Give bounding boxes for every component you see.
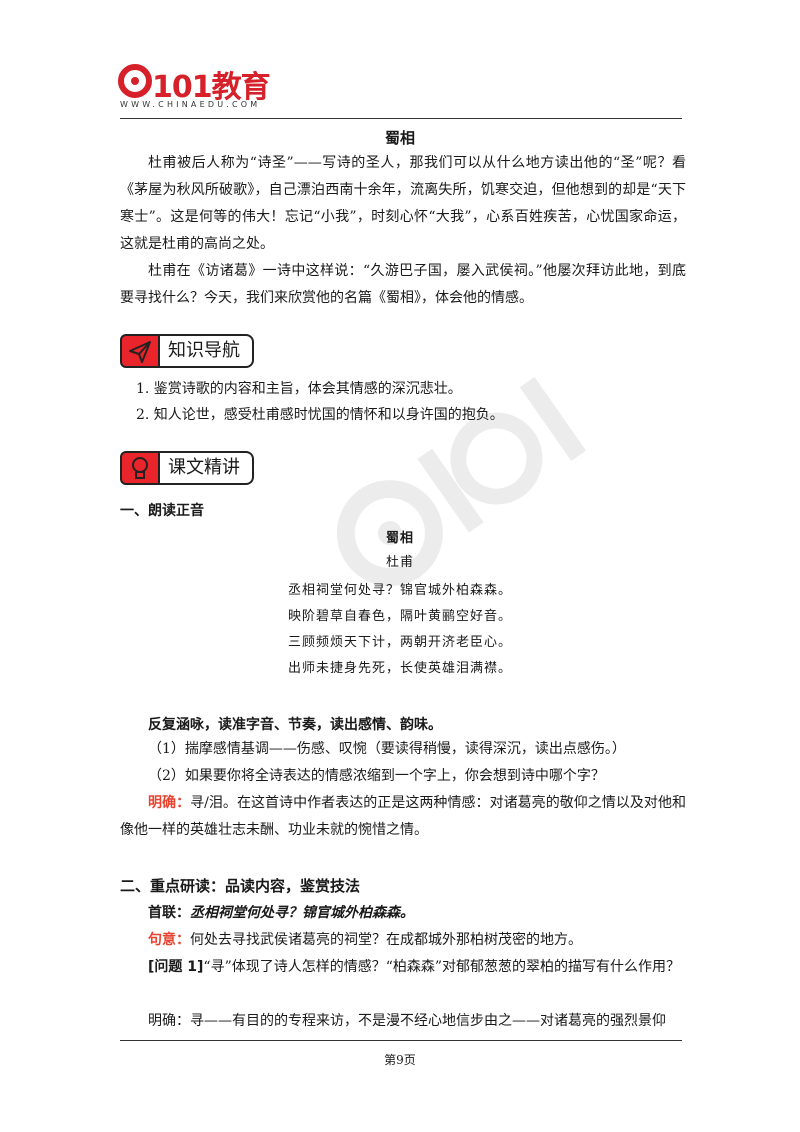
lightbulb-icon	[120, 451, 160, 485]
poem-title: 蜀相	[385, 531, 414, 546]
footer-rule	[120, 1040, 682, 1041]
section-lesson-label: 课文精讲	[158, 451, 254, 485]
poem-line: 出师未捷身先死，长使英雄泪满襟。	[287, 661, 512, 676]
page-number: 第9页	[384, 1053, 416, 1067]
page-title: 蜀相	[384, 129, 415, 147]
objective-list: 1. 鉴赏诗歌的内容和主旨，体会其情感的深沉悲壮。 2. 知人论世，感受杜甫感时…	[136, 376, 504, 428]
poem-author: 杜甫	[385, 555, 414, 570]
question-block: [问题 1]“寻”体现了诗人怎样的情感？“柏森森”对郁郁葱葱的翠柏的描写有什么作…	[120, 954, 686, 981]
reading-task: 反复涵咏，读准字音、节奏，读出感情、韵味。	[148, 717, 442, 733]
list-item: 1. 鉴赏诗歌的内容和主旨，体会其情感的深沉悲壮。	[136, 381, 462, 397]
answer-label: 明确：	[148, 795, 191, 811]
logo-icon	[118, 64, 152, 98]
part1-heading: 一、朗读正音	[120, 503, 204, 519]
intro-paragraph-2: 杜甫在《访诸葛》一诗中这样说：“久游巴子国，屡入武侯祠。”他屡次拜访此地，到底要…	[120, 263, 686, 306]
question-text: “寻”体现了诗人怎样的情感？“柏森森”对郁郁葱葱的翠柏的描写有什么作用？	[203, 959, 681, 975]
paper-plane-icon	[120, 334, 160, 368]
couplet-line: 首联：丞相祠堂何处寻？锦官城外柏森森。	[148, 900, 686, 927]
answer-2: 明确：寻——有目的的专程来访，不是漫不经心地信步由之——对诸葛亮的强烈景仰	[148, 1013, 666, 1029]
question-label: [问题 1]	[148, 959, 204, 975]
meaning-label: 句意：	[148, 932, 190, 948]
poem-line: 三顾频烦天下计，两朝开济老臣心。	[287, 635, 512, 650]
answer-text: 寻/泪。在这首诗中作者表达的正是这两种情感：对诸葛亮的敬仰之情以及对他和像他一样…	[120, 795, 687, 838]
part2-heading: 二、重点研读：品读内容，鉴赏技法	[120, 877, 361, 895]
list-item: 2. 知人论世，感受杜甫感时忧国的情怀和以身许国的抱负。	[136, 407, 504, 423]
couplet-text: 丞相祠堂何处寻？锦官城外柏森森。	[190, 905, 414, 921]
question-2: （2）如果要你将全诗表达的情感浓缩到一个字上，你会想到诗中哪个字？	[148, 768, 605, 784]
meaning-text: 何处去寻找武侯诸葛亮的祠堂？在成都城外那柏树茂密的地方。	[190, 932, 582, 948]
logo-brand: 101教育	[152, 70, 271, 105]
poem-line: 映阶碧草自春色，隔叶黄鹂空好音。	[287, 609, 512, 624]
meaning-line: 句意：何处去寻找武侯诸葛亮的祠堂？在成都城外那柏树茂密的地方。	[148, 927, 686, 954]
logo: 101教育 WWW.CHINAEDU.COM	[118, 60, 271, 112]
intro-paragraph-1: 杜甫被后人称为“诗圣”——写诗的圣人，那我们可以从什么地方读出他的“圣”呢？看《…	[120, 155, 686, 252]
couplet-label: 首联：	[148, 905, 190, 921]
logo-site: WWW.CHINAEDU.COM	[120, 100, 261, 109]
section-knowledge-nav-label: 知识导航	[158, 334, 254, 368]
header-rule	[120, 118, 682, 119]
question-1: （1）揣摩感情基调——伤感、叹惋（要读得稍慢，读得深沉，读出点感伤。）	[148, 741, 626, 757]
poem-line: 丞相祠堂何处寻？锦官城外柏森森。	[287, 583, 512, 598]
answer-1: 明确：寻/泪。在这首诗中作者表达的正是这两种情感：对诸葛亮的敬仰之情以及对他和像…	[120, 790, 686, 844]
